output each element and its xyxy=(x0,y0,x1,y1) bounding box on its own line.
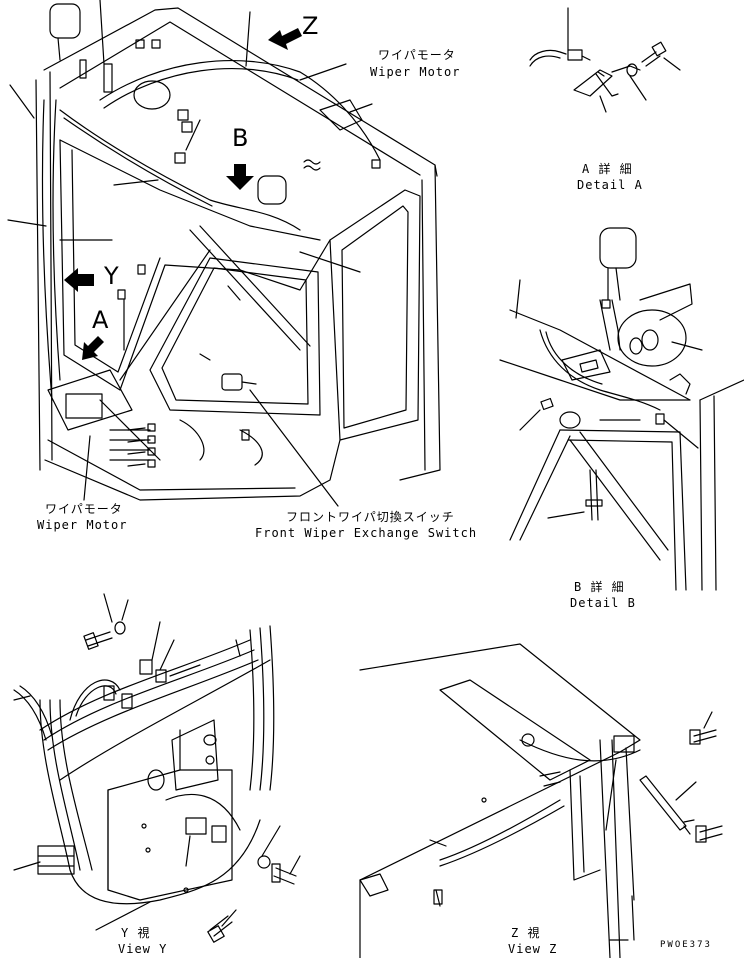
wiper-motor-left-label-en: Wiper Motor xyxy=(37,518,128,532)
detail-b-caption-en: Detail B xyxy=(570,596,636,610)
front-wiper-switch-label-en: Front Wiper Exchange Switch xyxy=(255,526,478,540)
view-arrows xyxy=(64,28,302,360)
view-letter-a: A xyxy=(92,306,109,334)
view-letter-z: Z xyxy=(302,12,319,40)
detail-a-caption-jp: A 詳 細 xyxy=(582,162,633,176)
front-wiper-switch-label-jp: フロントワイパ切換スイッチ xyxy=(286,510,455,524)
view-z-caption-jp: Z 視 xyxy=(511,926,541,940)
view-y-caption-en: View Y xyxy=(118,942,168,956)
detail-a-caption-en: Detail A xyxy=(577,178,643,192)
detail-b-drawing xyxy=(499,227,744,591)
drawing-code: PWOE373 xyxy=(660,940,712,950)
wiper-motor-left-label-jp: ワイパモータ xyxy=(45,502,123,516)
detail-a-drawing xyxy=(529,7,681,113)
view-y-drawing xyxy=(13,593,301,943)
view-z-caption-en: View Z xyxy=(508,942,558,956)
view-letter-y: Y xyxy=(104,262,119,290)
view-y-caption-jp: Y 視 xyxy=(121,926,151,940)
wiper-motor-top-label-en: Wiper Motor xyxy=(370,65,461,79)
detail-b-caption-jp: B 詳 細 xyxy=(574,580,625,594)
cab-main-view xyxy=(7,0,441,507)
wiper-motor-top-label-jp: ワイパモータ xyxy=(378,48,456,62)
view-letter-b: B xyxy=(232,124,249,152)
arrow-hatching xyxy=(87,31,296,354)
view-z-drawing xyxy=(359,643,723,958)
